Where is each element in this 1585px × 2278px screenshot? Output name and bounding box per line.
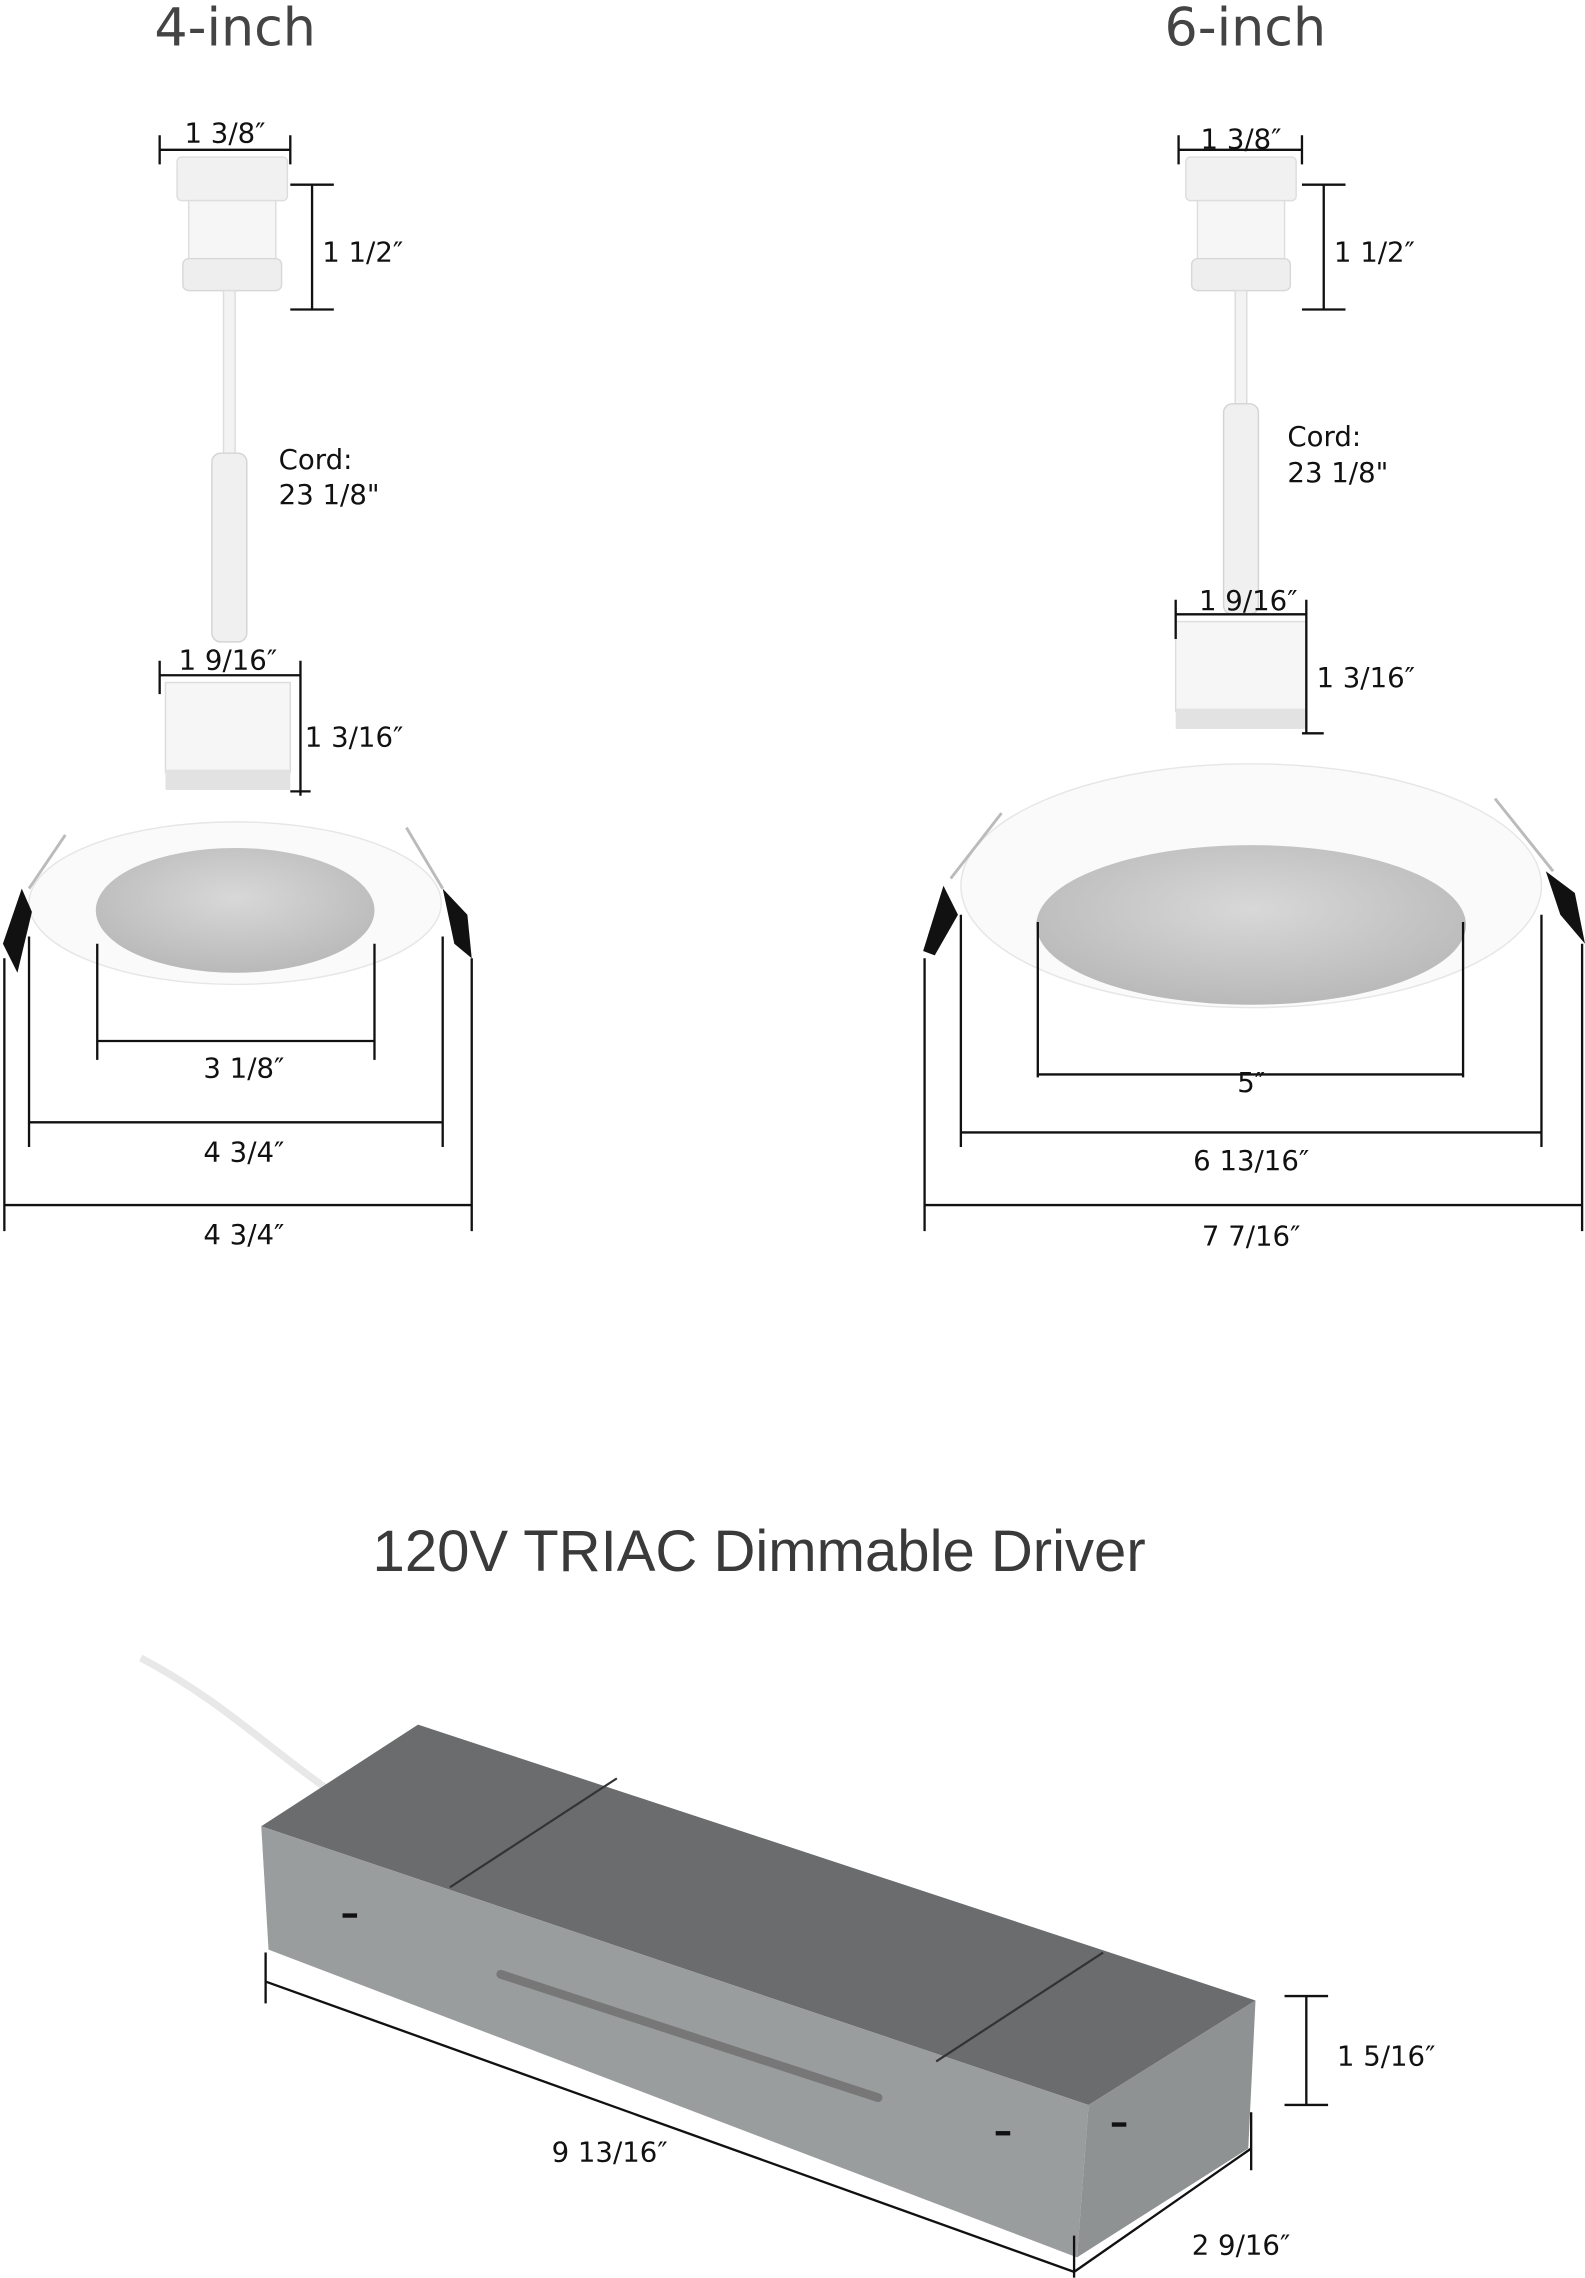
trim-diameter-label: 6 13/16″ xyxy=(1193,1144,1309,1177)
connector-illustration xyxy=(1185,156,1297,616)
overall-width-label: 4 3/4″ xyxy=(203,1218,284,1251)
driver-cord xyxy=(139,1654,329,1792)
connector-width-label: 1 3/8″ xyxy=(1201,122,1282,155)
driver-group: 120V TRIAC Dimmable Driver 9 13/16″ 2 9/… xyxy=(139,1519,1436,2278)
driver-length-label: 9 13/16″ xyxy=(552,2136,668,2169)
box-width-label: 1 9/16″ xyxy=(179,643,277,676)
connector-illustration xyxy=(176,156,289,643)
four-inch-title: 4-inch xyxy=(154,0,316,58)
driver-height-label: 1 5/16″ xyxy=(1337,2040,1436,2073)
downlight-illustration xyxy=(923,763,1585,1009)
driver-width-label: 2 9/16″ xyxy=(1192,2228,1291,2261)
box-height-label: 1 3/16″ xyxy=(1316,661,1415,694)
lens-diameter-label: 5″ xyxy=(1237,1066,1265,1099)
trim-diameter-label: 4 3/4″ xyxy=(203,1135,284,1168)
driver-illustration xyxy=(261,1724,1256,2258)
connector-height-label: 1 1/2″ xyxy=(322,236,403,269)
cord-label: Cord: xyxy=(279,443,353,476)
driver-title: 120V TRIAC Dimmable Driver xyxy=(373,1519,1146,1584)
four-inch-group: 4-inch 1 3/8″ 1 1/2″ Cord: 23 1/8" 1 9/1… xyxy=(2,0,473,1251)
connector-width-label: 1 3/8″ xyxy=(185,117,266,150)
cord-label: Cord: xyxy=(1287,420,1361,453)
cord-length-label: 23 1/8" xyxy=(279,478,380,511)
junction-box-illustration xyxy=(164,681,292,790)
downlight-illustration xyxy=(2,821,472,986)
box-height-label: 1 3/16″ xyxy=(305,720,404,753)
connector-height-label: 1 1/2″ xyxy=(1334,236,1415,269)
junction-box-illustration xyxy=(1174,620,1308,729)
box-width-label: 1 9/16″ xyxy=(1199,584,1298,617)
six-inch-title: 6-inch xyxy=(1165,0,1327,58)
cord-length-label: 23 1/8" xyxy=(1287,456,1388,489)
lens-diameter-label: 3 1/8″ xyxy=(203,1051,284,1084)
six-inch-group: 6-inch 1 3/8″ 1 1/2″ Cord: 23 1/8" 1 9/1… xyxy=(923,0,1585,1253)
overall-width-label: 7 7/16″ xyxy=(1202,1220,1301,1253)
